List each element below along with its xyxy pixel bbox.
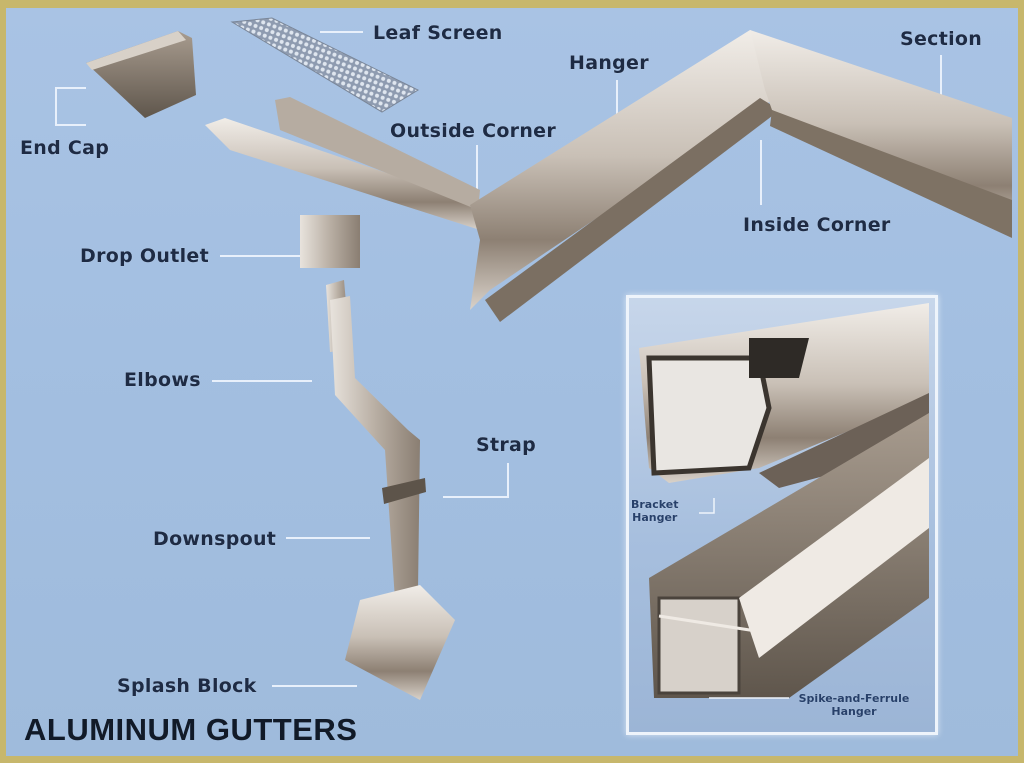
label-hanger: Hanger (569, 52, 649, 74)
label-leaf-screen: Leaf Screen (373, 22, 503, 44)
gutter-outside-corner-run (470, 30, 790, 310)
diagram-title: ALUMINUM GUTTERS (24, 712, 358, 747)
gutter-illustration (55, 17, 1012, 700)
label-spike-ferrule-hanger: Spike-and-Ferrule Hanger (779, 692, 929, 718)
label-inside-corner: Inside Corner (743, 214, 891, 236)
label-spike-ferrule-line2: Hanger (831, 705, 877, 718)
label-outside-corner: Outside Corner (390, 120, 557, 142)
label-bracket-hanger: Bracket Hanger (631, 498, 679, 524)
label-section: Section (900, 28, 983, 50)
label-drop-outlet: Drop Outlet (80, 245, 209, 267)
label-end-cap: End Cap (20, 137, 110, 159)
drop-outlet-part (300, 215, 360, 268)
label-bracket-hanger-line2: Hanger (632, 511, 678, 524)
label-bracket-hanger-line1: Bracket (631, 498, 679, 511)
splash-block-part (345, 585, 455, 700)
diagram-canvas: Leaf Screen End Cap Hanger Section Outsi… (6, 8, 1018, 756)
gutter-left-run (205, 118, 490, 230)
label-downspout: Downspout (153, 528, 277, 550)
downspout-part (330, 296, 420, 600)
hanger-detail-inset: Bracket Hanger Spike-and-Ferrule Hanger (626, 295, 938, 735)
label-splash-block: Splash Block (117, 675, 257, 697)
label-elbows: Elbows (124, 369, 201, 391)
hanger-detail-illustration (639, 303, 929, 699)
end-cap-part (86, 31, 196, 118)
label-spike-ferrule-line1: Spike-and-Ferrule (798, 692, 910, 705)
label-strap: Strap (476, 434, 537, 456)
strap-part (382, 478, 426, 504)
leader-lines (55, 31, 942, 687)
leaf-screen-part (230, 17, 420, 113)
